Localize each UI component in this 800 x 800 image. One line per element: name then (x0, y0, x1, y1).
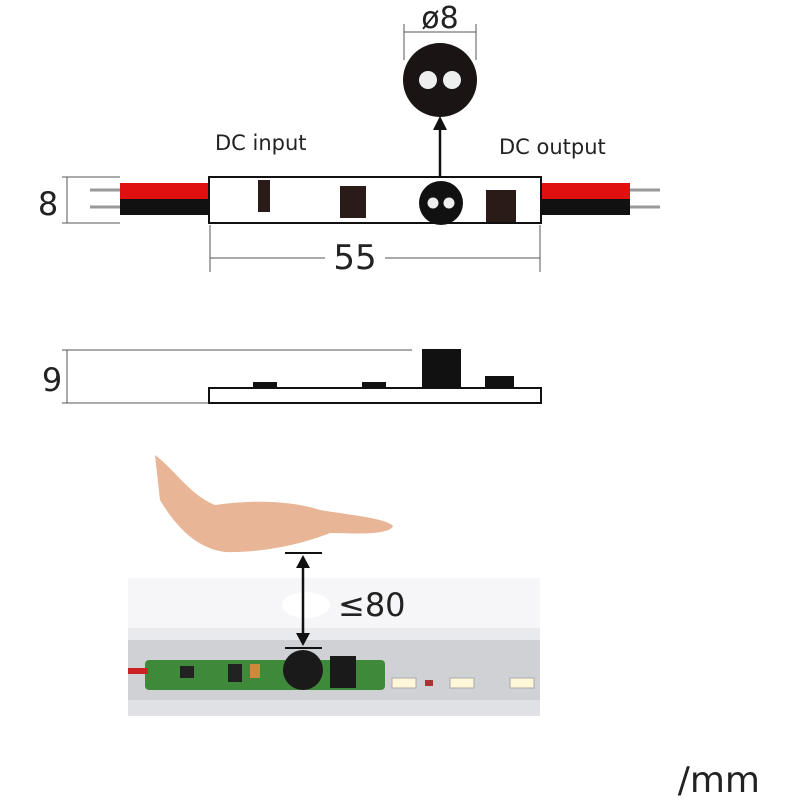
top-view: DC input DC output 8 55 (38, 131, 660, 278)
sensor (419, 181, 463, 225)
wire-black-left (120, 199, 210, 215)
diameter-label: ø8 (421, 1, 458, 36)
wire-red-right (540, 183, 630, 199)
wire-black-right (540, 199, 630, 215)
hand (155, 455, 393, 553)
wire-red-left (120, 183, 210, 199)
dc-input-label: DC input (215, 131, 307, 155)
side-view: 9 (42, 349, 542, 404)
sensor-detail: ø8 (403, 1, 477, 180)
module-board-side (208, 387, 542, 404)
sensor-enlarged (403, 43, 477, 117)
length-label: 55 (333, 238, 376, 278)
sensor-pcb (145, 660, 385, 690)
side-height-label: 9 (42, 361, 62, 399)
units-label: /mm (678, 760, 760, 800)
dc-output-label: DC output (499, 135, 606, 159)
usage-photo: ≤80 (128, 455, 540, 716)
arrow-up-icon (433, 116, 447, 130)
height-label: 8 (38, 185, 58, 223)
distance-label: ≤80 (338, 586, 406, 624)
